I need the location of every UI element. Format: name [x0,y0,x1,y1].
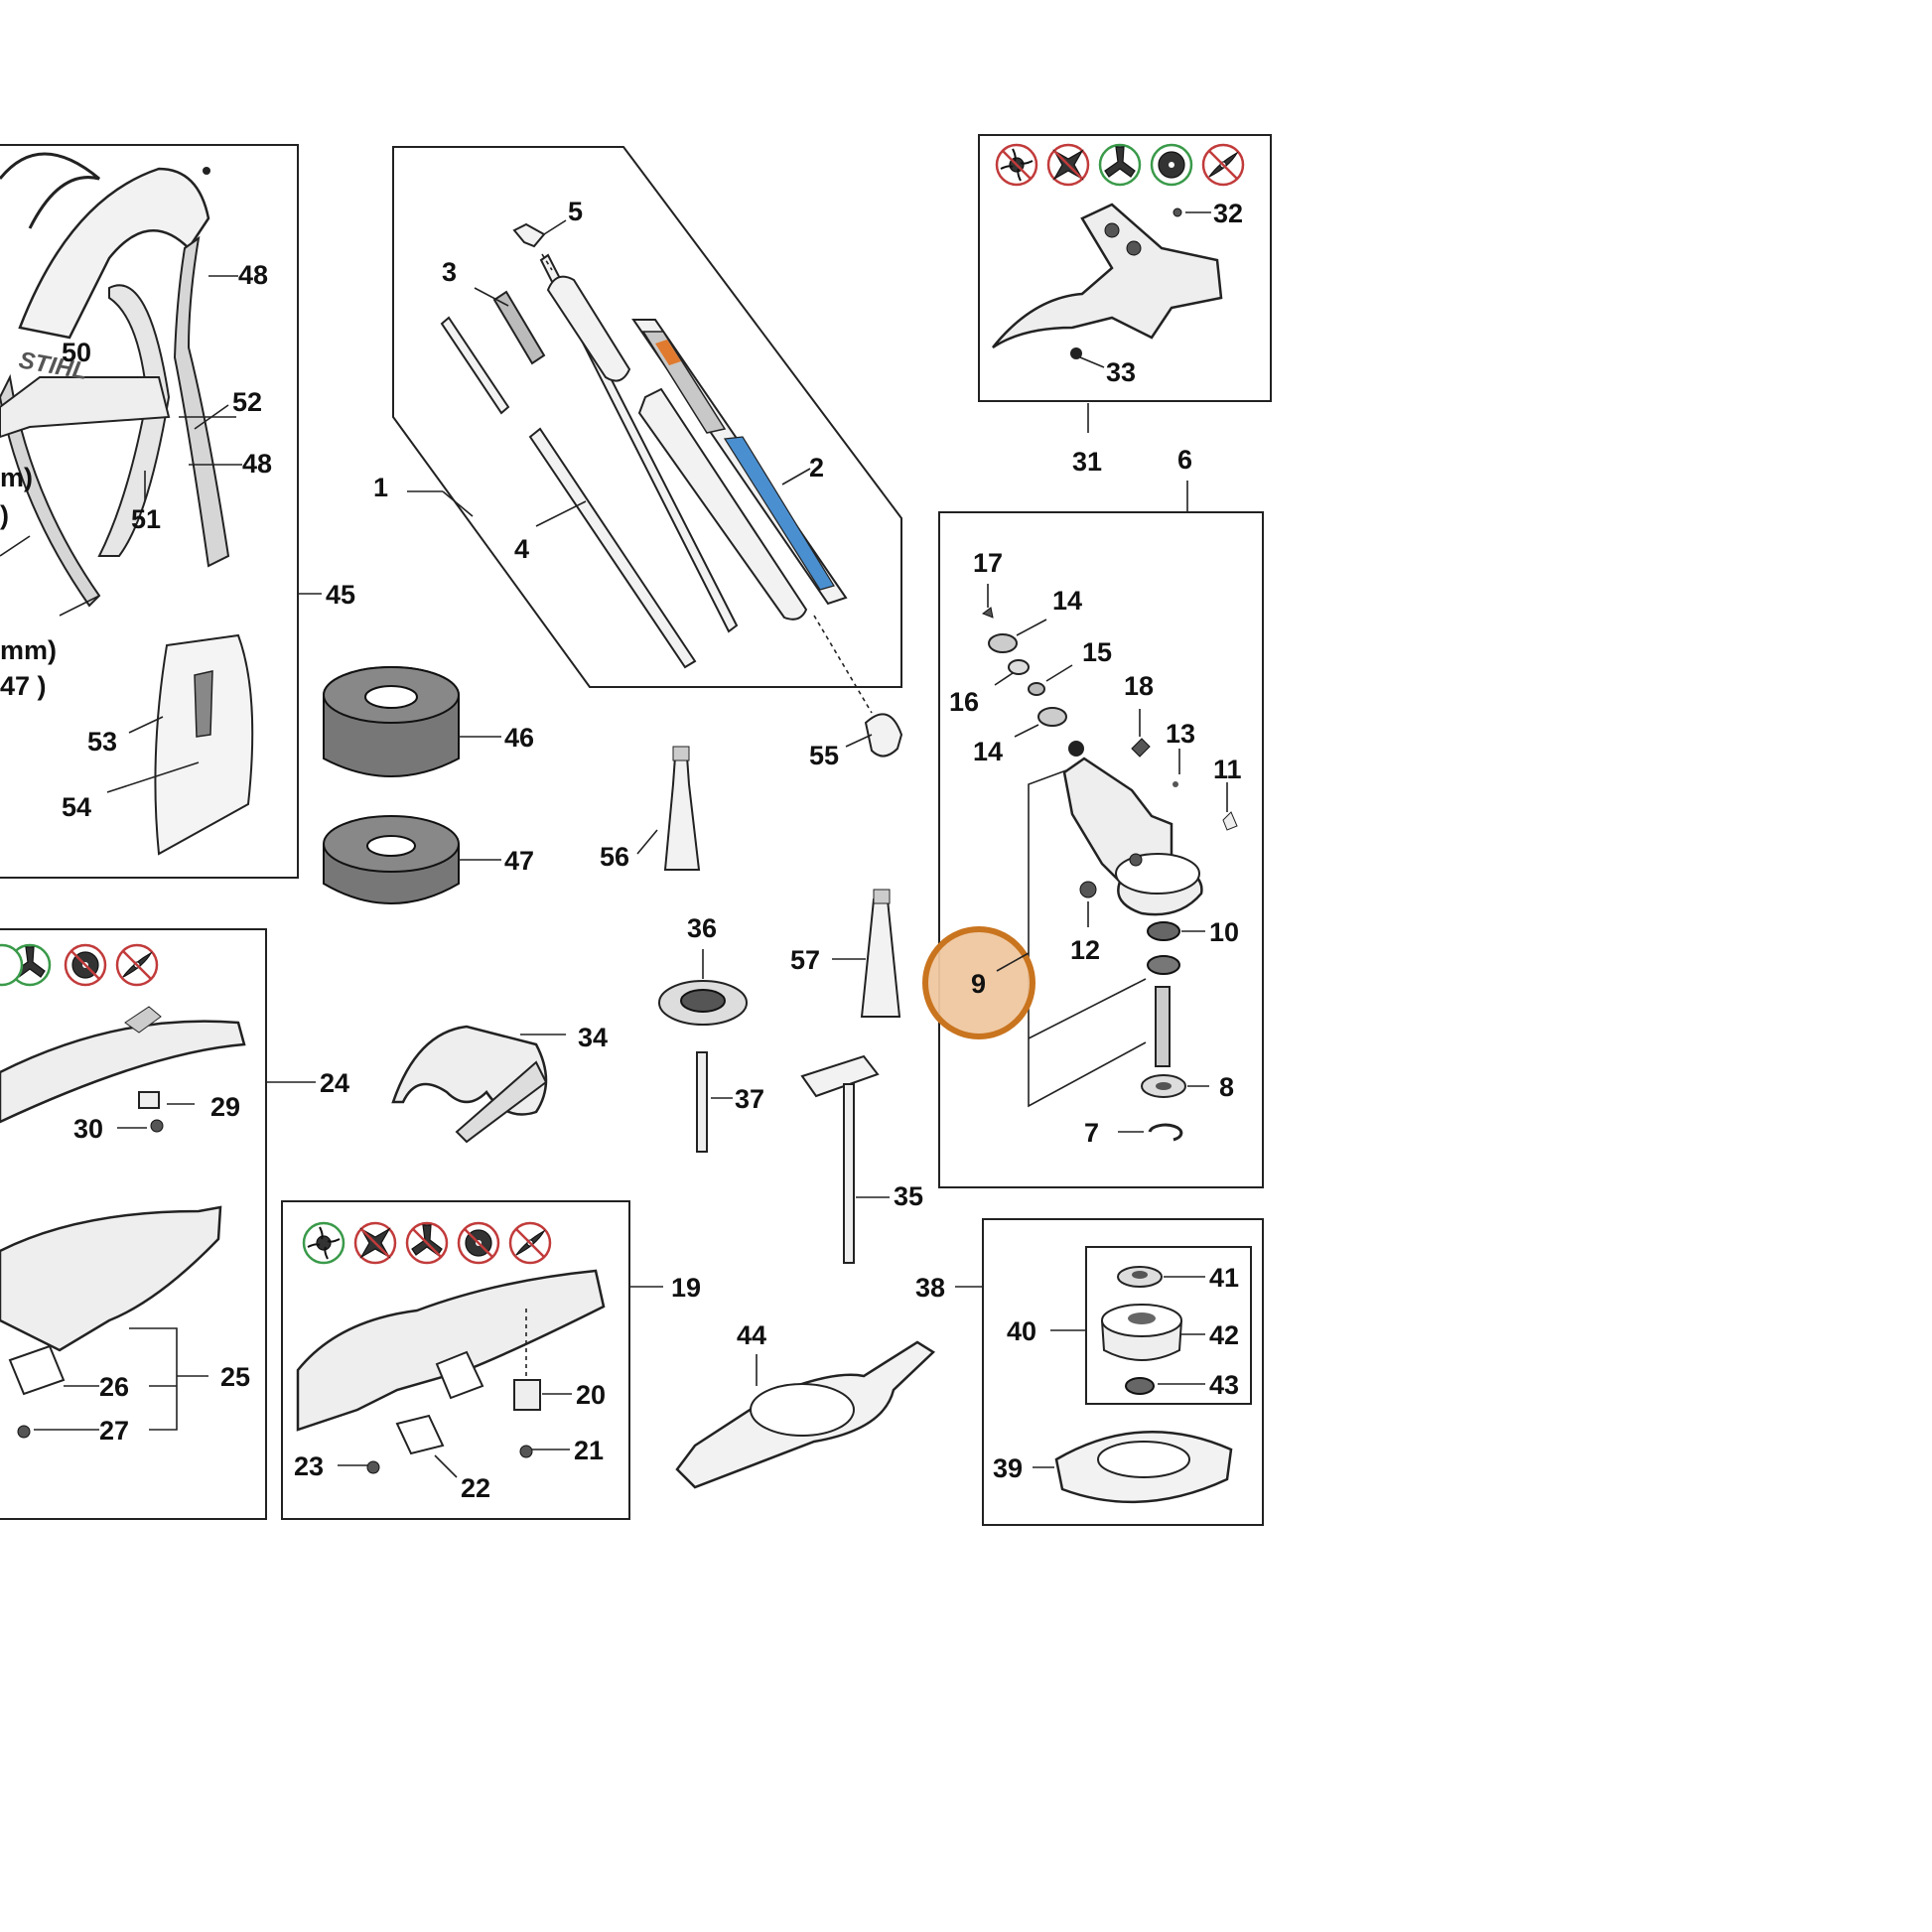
callout-56: 56 [600,842,629,872]
callout-52: 52 [232,387,262,417]
callout-38: 38 [915,1273,945,1303]
callout-33: 33 [1106,357,1136,387]
callout-53: 53 [87,727,117,757]
callout-9: 9 [971,969,986,999]
callout-2: 2 [809,453,824,483]
callout-17: 17 [973,548,1003,578]
thrust-plate-36: 36 [658,913,748,1026]
callout-48-top: 48 [238,260,268,290]
callout-24: 24 [320,1068,349,1098]
callout-39: 39 [993,1453,1023,1483]
callout-6: 6 [1177,445,1192,475]
callout-45: 45 [326,580,355,610]
callout-18: 18 [1124,671,1154,701]
callout-42: 42 [1209,1320,1239,1350]
callout-41: 41 [1209,1263,1239,1293]
harness-text-4: 47 ) [0,671,47,701]
callout-40: 40 [1007,1316,1036,1346]
callout-43: 43 [1209,1370,1239,1400]
callout-48-mid: 48 [242,449,272,479]
callout-10: 10 [1209,917,1239,947]
callout-46: 46 [504,723,534,753]
safety-glasses-34: 34 [391,1023,608,1144]
gear-head-group-6: 6 17 14 16 15 14 18 13 11 12 [922,445,1264,1188]
grease-tube-57: 57 [790,889,901,1018]
transport-guard-44: 44 [675,1320,936,1489]
callout-32: 32 [1213,199,1243,228]
end-cap-part-55 [813,615,903,758]
grease-tube-56: 56 [600,746,701,872]
callout-30: 30 [73,1114,103,1144]
clip-part-5 [512,219,567,271]
shaft-part-4 [528,427,697,669]
callout-50: 50 [62,338,91,367]
callout-26: 26 [99,1372,129,1402]
callout-14-top: 14 [1052,586,1082,616]
harness-text-3: mm) [0,635,57,665]
harness-box [0,144,299,879]
callout-23: 23 [294,1451,324,1481]
callout-13: 13 [1166,719,1195,749]
callout-21: 21 [574,1436,604,1465]
callout-31: 31 [1072,447,1102,477]
highlight-marker [922,926,1035,1039]
guard-mount-group-31: 32 33 31 [978,134,1272,477]
callout-15: 15 [1082,637,1112,667]
locking-pin-37: 37 [696,1051,764,1153]
callout-5: 5 [568,197,583,226]
shaft-kit-group: 1 2 3 4 5 55 [373,146,903,770]
callout-47: 47 [504,846,534,876]
callout-14-bottom: 14 [973,737,1003,766]
callout-57: 57 [790,945,820,975]
harness-text-2: ) [0,500,9,530]
callout-44: 44 [737,1320,766,1350]
shaft-decal-part-2 [631,319,848,606]
callout-20: 20 [576,1380,606,1410]
harness-group: STIHL m) ) mm) 47 ) 45 48 48 50 51 52 53… [0,144,355,879]
shaft-kit-outline [392,146,902,688]
callout-29: 29 [210,1092,240,1122]
callout-22: 22 [461,1473,490,1503]
callout-55: 55 [809,741,839,770]
deflector-group-19: 19 20 21 22 23 [281,1200,701,1520]
callout-12: 12 [1070,935,1100,965]
mowing-head-group-38: 38 40 41 42 43 39 [915,1218,1264,1526]
harness-text-1: m) [0,463,33,492]
callout-3: 3 [442,257,457,287]
callout-11: 11 [1213,755,1242,784]
callout-37: 37 [735,1084,764,1114]
callout-7: 7 [1084,1118,1099,1148]
callout-19: 19 [671,1273,701,1303]
callout-54: 54 [62,792,91,822]
deflector-group-24: 24 29 30 26 27 25 [0,928,349,1520]
callout-35: 35 [894,1181,923,1211]
callout-36: 36 [687,913,717,943]
callout-8: 8 [1219,1072,1234,1102]
trimmer-line-coil-46: 46 [323,666,534,777]
callout-34: 34 [578,1023,608,1052]
callout-25: 25 [220,1362,250,1392]
callout-27: 27 [99,1416,129,1446]
combination-wrench-35: 35 [800,1054,923,1264]
trimmer-line-coil-47: 47 [323,815,534,904]
callout-4: 4 [514,534,529,564]
shaft-tube-part [546,275,808,621]
callout-51: 51 [131,504,161,534]
callout-1: 1 [373,473,388,502]
callout-16: 16 [949,687,979,717]
